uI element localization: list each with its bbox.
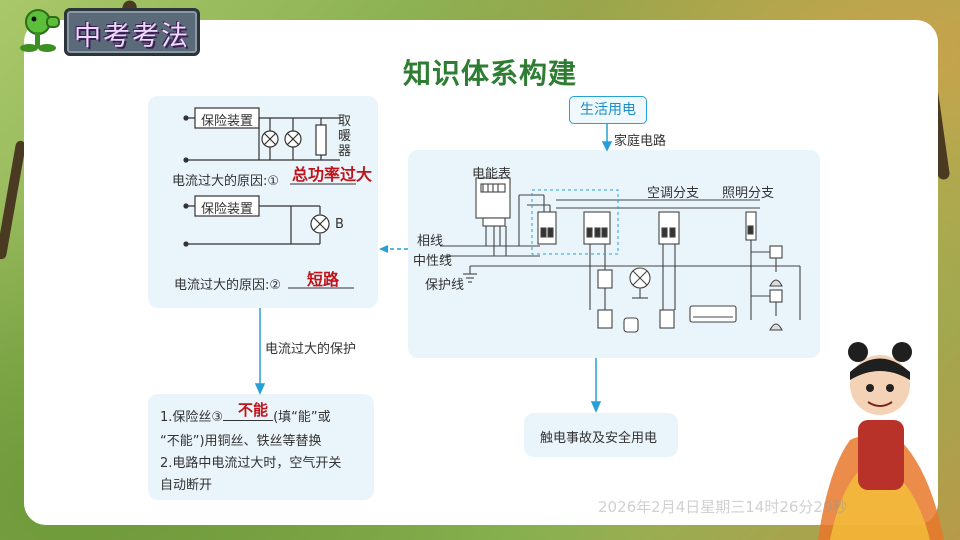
peashooter-icon: [20, 9, 60, 52]
line-1-suffix: (填“能”或: [273, 410, 331, 425]
page-title: 知识体系构建: [402, 57, 577, 90]
ac-branch-label: 空调分支: [647, 186, 700, 201]
meter-label: 电能表: [472, 167, 512, 182]
protection-line-1: 1.保险丝③ (填“能”或: [160, 406, 331, 425]
protection-box: [148, 394, 374, 500]
live-wire-label: 相线: [417, 234, 444, 249]
datetime-watermark: 2026年2月4日星期三14时26分29秒: [598, 498, 848, 516]
overcurrent-cause-box: [148, 96, 378, 308]
reason-2-label: 电流过大的原因:②: [174, 278, 282, 293]
protection-line-3: 2.电路中电流过大时，空气开关: [160, 456, 342, 471]
heater-label: 取暖器: [338, 114, 352, 159]
home-circuit-label: 家庭电路: [614, 134, 667, 149]
reason-2-answer: 短路: [307, 270, 340, 289]
badge-label: 中考考法: [74, 21, 190, 52]
protection-line-4: 自动断开: [160, 478, 213, 493]
line-1-prefix: 1.保险丝③: [160, 410, 224, 425]
exam-method-badge: 中考考法: [64, 8, 200, 56]
ground-wire-label: 保护线: [425, 278, 465, 293]
fuse-label-1: 保险装置: [201, 114, 254, 129]
living-electricity-tag: 生活用电: [569, 96, 647, 124]
protection-line-2: “不能”)用铜丝、铁丝等替换: [160, 434, 322, 449]
bulb-label: B: [335, 217, 344, 232]
reason-1-answer: 总功率过大: [292, 165, 373, 184]
safety-label: 触电事故及安全用电: [540, 431, 658, 446]
reason-1-label: 电流过大的原因:①: [172, 174, 280, 189]
fuse-answer: 不能: [238, 401, 269, 419]
overcurrent-protection-label: 电流过大的保护: [265, 342, 357, 357]
fuse-label-2: 保险装置: [201, 202, 254, 217]
safety-box: [524, 413, 678, 457]
light-branch-label: 照明分支: [722, 186, 775, 201]
neutral-wire-label: 中性线: [413, 254, 453, 269]
